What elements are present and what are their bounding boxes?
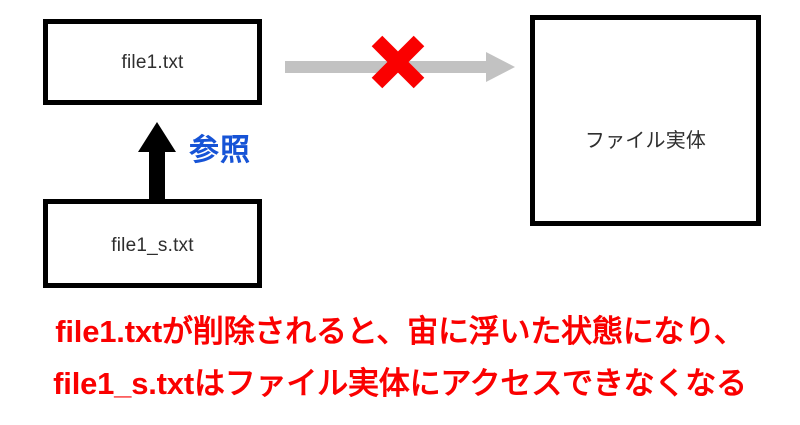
box-file-entity: ファイル実体 bbox=[530, 15, 761, 226]
box-file-entity-label: ファイル実体 bbox=[584, 130, 707, 152]
box-file1-s-label: file1_s.txt bbox=[111, 234, 194, 256]
caption-line-1: file1.txtが削除されると、宙に浮いた状態になり、 bbox=[55, 314, 745, 349]
reference-label: 参照 bbox=[189, 134, 251, 167]
red-cross-icon bbox=[371, 35, 425, 89]
box-file1-label: file1.txt bbox=[121, 52, 184, 73]
caption: file1.txtが削除されると、宙に浮いた状態になり、 file1_s.txt… bbox=[0, 306, 800, 410]
reference-arrow-icon bbox=[138, 122, 176, 200]
box-file1: file1.txt bbox=[43, 19, 262, 105]
box-file1-s: file1_s.txt bbox=[43, 199, 262, 288]
caption-line-2: file1_s.txtはファイル実体にアクセスできなくなる bbox=[53, 366, 747, 401]
broken-link-arrow-icon bbox=[285, 52, 515, 82]
